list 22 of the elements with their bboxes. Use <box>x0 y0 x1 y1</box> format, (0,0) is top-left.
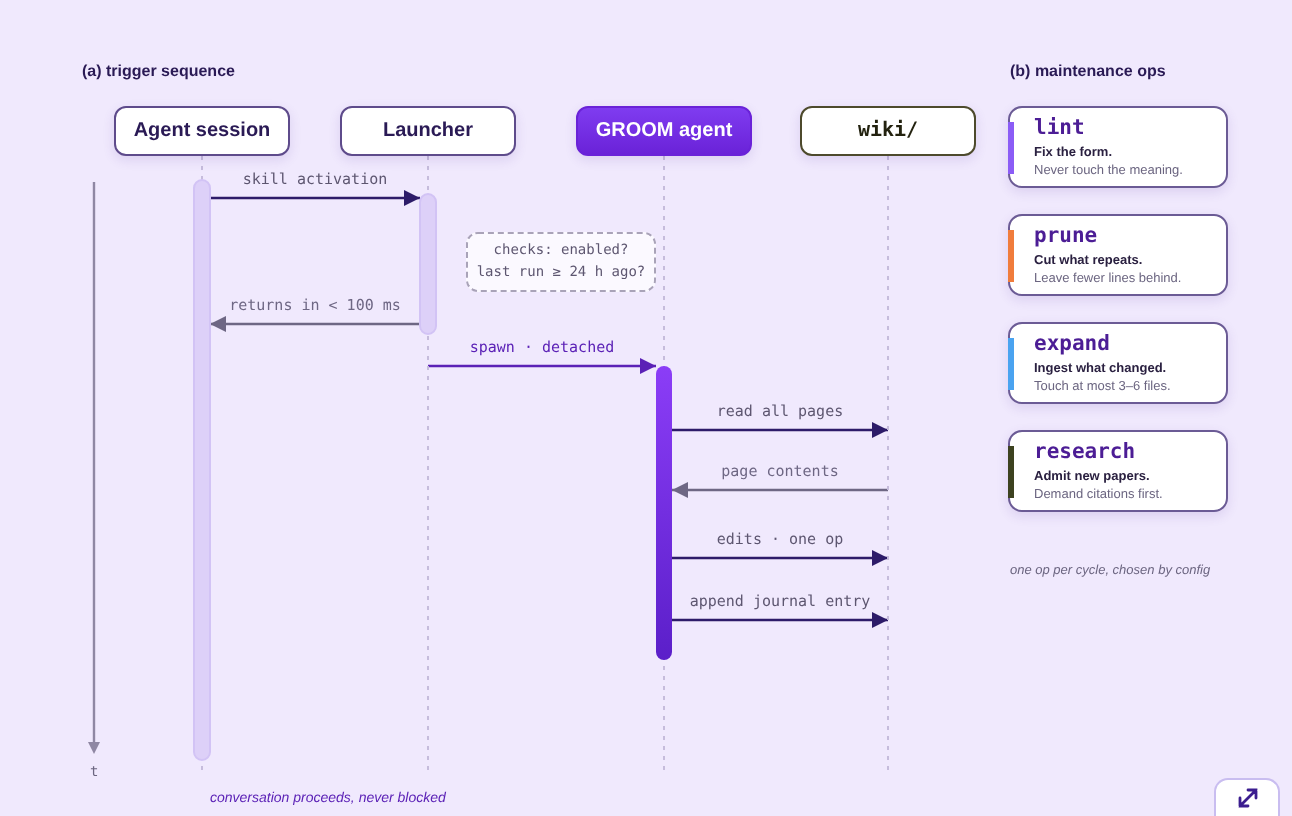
message-arrow <box>672 550 888 566</box>
participant-box: GROOM agent <box>576 106 752 156</box>
participant-box: Launcher <box>340 106 516 156</box>
op-name: prune <box>1034 224 1098 250</box>
message-arrow <box>428 358 656 374</box>
message-arrow <box>672 422 888 438</box>
message-arrow <box>672 612 888 628</box>
op-name: research <box>1034 440 1136 466</box>
op-card <box>1008 430 1228 512</box>
participant-box: Agent session <box>114 106 290 156</box>
message-arrow <box>672 482 888 498</box>
participant-box: wiki/ <box>800 106 976 156</box>
op-card <box>1008 106 1228 188</box>
op-name: lint <box>1034 116 1085 142</box>
message-arrow <box>210 190 420 206</box>
op-name: expand <box>1034 332 1110 358</box>
op-card <box>1008 322 1228 404</box>
note-box <box>466 232 656 292</box>
op-card <box>1008 214 1228 296</box>
message-arrow <box>210 316 420 332</box>
section-title: (a) trigger sequence <box>82 62 235 80</box>
section-title: (b) maintenance ops <box>1010 62 1166 80</box>
